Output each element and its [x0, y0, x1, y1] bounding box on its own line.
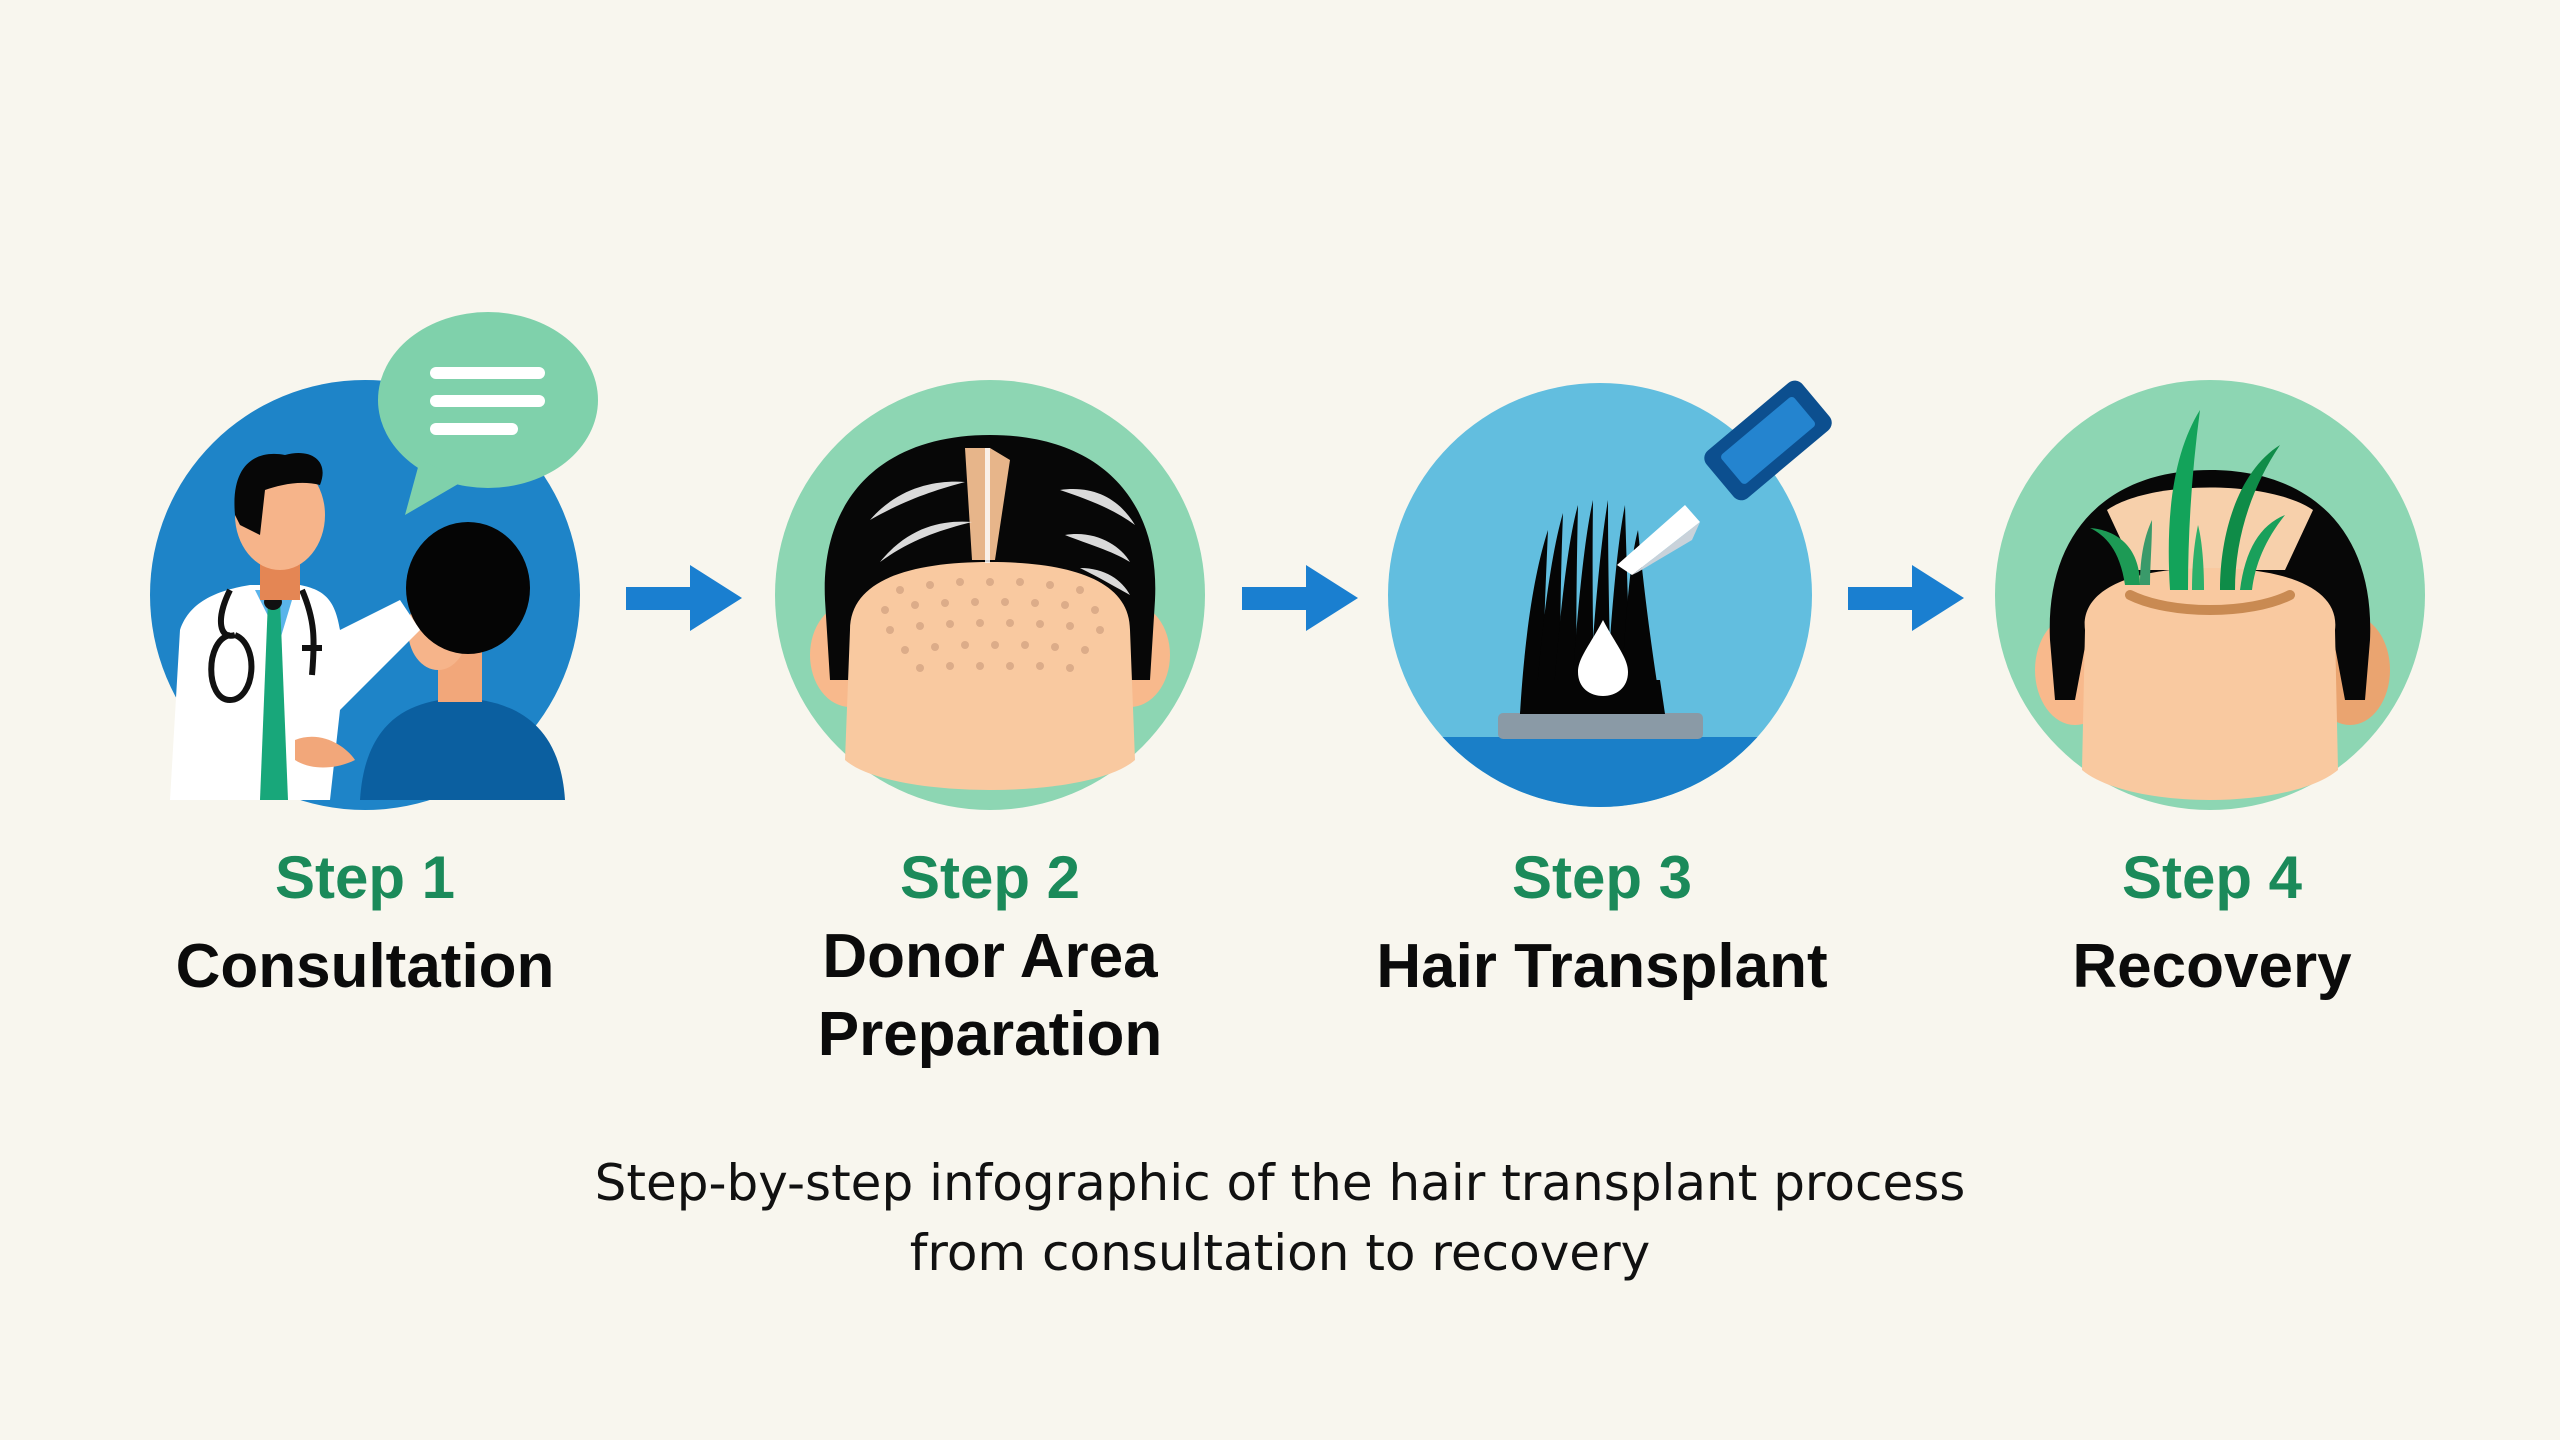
sprouting-hair — [2090, 410, 2285, 590]
arrow-right-icon — [1846, 562, 1966, 634]
donor-area-scalp-icon — [775, 380, 1205, 810]
water-drop-icon — [1578, 620, 1628, 696]
speech-bubble-icon — [378, 312, 598, 515]
follicle-implant-tool-icon — [1388, 380, 1832, 807]
step-3-title: Hair Transplant — [1376, 932, 1828, 1001]
step-2-number: Step 2 — [899, 844, 1081, 911]
step-4-illustration — [1930, 300, 2490, 830]
step-3-label: Step 3 Hair Transplant — [1322, 838, 1882, 1006]
step-2-title-line-1: Donor Area — [822, 922, 1158, 991]
step-4-number: Step 4 — [2121, 844, 2303, 911]
step-1-label: Step 1 Consultation — [85, 838, 645, 1006]
caption: Step-by-step infographic of the hair tra… — [0, 1148, 2560, 1288]
step-3-number: Step 3 — [1511, 844, 1693, 911]
doctor-patient-consultation-icon — [150, 312, 598, 810]
step-4-label: Step 4 Recovery — [1932, 838, 2492, 1006]
step-3-illustration — [1320, 300, 1880, 830]
hair-regrowth-icon — [1995, 380, 2425, 810]
step-2-label: Step 2 Donor Area Preparation — [710, 838, 1270, 1074]
step-1-title: Consultation — [175, 932, 555, 1001]
step-2-title-line-2: Preparation — [817, 1000, 1163, 1069]
arrow-right-icon — [1240, 562, 1360, 634]
caption-line-1: Step-by-step infographic of the hair tra… — [594, 1154, 1966, 1212]
arrow-right-icon — [624, 562, 744, 634]
step-4-title: Recovery — [2072, 932, 2352, 1001]
step-1-illustration — [120, 300, 680, 830]
caption-line-2: from consultation to recovery — [909, 1224, 1651, 1282]
implant-pen-icon — [1617, 380, 1832, 575]
step-1-number: Step 1 — [274, 844, 456, 911]
donor-dots — [881, 578, 1104, 672]
step-2-illustration — [710, 300, 1270, 830]
